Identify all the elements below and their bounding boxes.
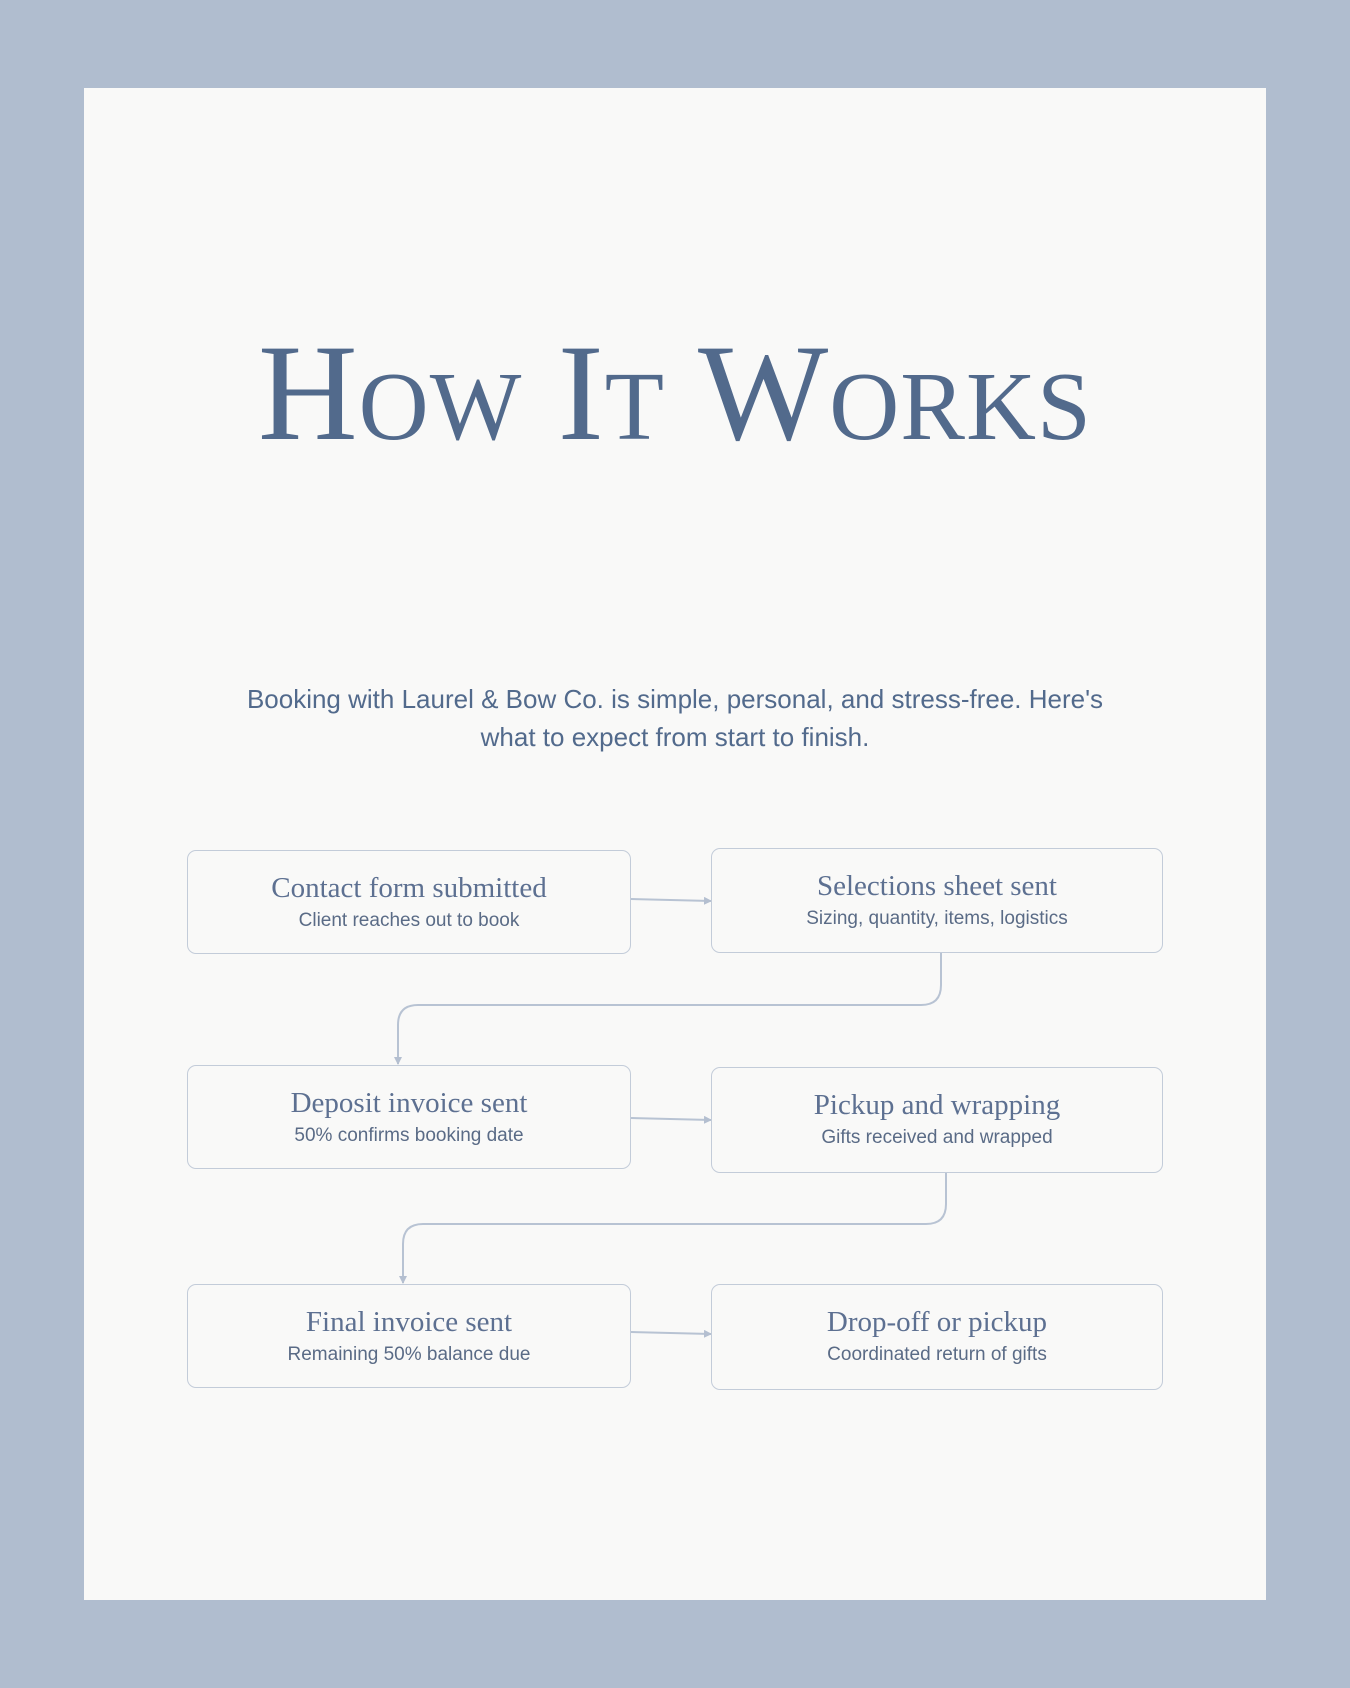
page-title: How It Works: [258, 316, 1092, 469]
step-title: Pickup and wrapping: [813, 1089, 1061, 1121]
step-contact-form: Contact form submitted Client reaches ou…: [187, 850, 631, 954]
step-dropoff-pickup: Drop-off or pickup Coordinated return of…: [711, 1284, 1163, 1390]
step-title: Selections sheet sent: [816, 870, 1057, 902]
step-title: Contact form submitted: [271, 872, 547, 904]
step-subtitle: Coordinated return of gifts: [827, 1344, 1047, 1365]
step-title: Final invoice sent: [305, 1306, 513, 1338]
step-final-invoice: Final invoice sent Remaining 50% balance…: [187, 1284, 631, 1388]
step-subtitle: Gifts received and wrapped: [821, 1127, 1053, 1148]
intro-text: Booking with Laurel & Bow Co. is simple,…: [246, 684, 1104, 752]
step-subtitle: Client reaches out to book: [298, 910, 520, 931]
step-subtitle: Sizing, quantity, items, logistics: [806, 908, 1068, 929]
step-subtitle: Remaining 50% balance due: [287, 1344, 531, 1365]
step-subtitle: 50% confirms booking date: [294, 1125, 524, 1146]
step-title: Deposit invoice sent: [290, 1087, 528, 1119]
step-selections-sheet: Selections sheet sent Sizing, quantity, …: [711, 848, 1163, 953]
step-pickup-wrapping: Pickup and wrapping Gifts received and w…: [711, 1067, 1163, 1173]
step-title: Drop-off or pickup: [826, 1306, 1048, 1338]
step-deposit-invoice: Deposit invoice sent 50% confirms bookin…: [187, 1065, 631, 1169]
